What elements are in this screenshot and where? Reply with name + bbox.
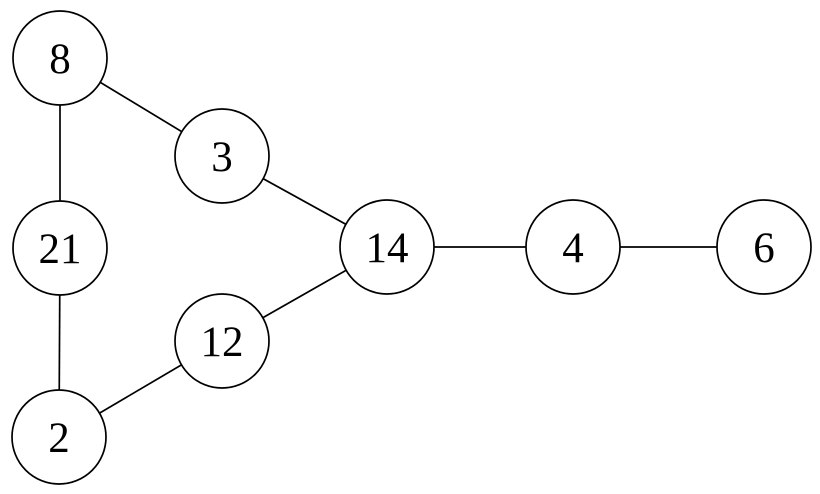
node-label: 21 xyxy=(39,226,82,273)
node-label: 2 xyxy=(48,415,70,462)
node-circle xyxy=(12,10,108,106)
node-circle xyxy=(11,389,107,485)
node-4: 4 xyxy=(525,199,621,295)
node-6: 6 xyxy=(716,199,812,295)
node-circle xyxy=(525,199,621,295)
node-label: 3 xyxy=(211,134,233,181)
node-2: 2 xyxy=(11,389,107,485)
node-12: 12 xyxy=(174,293,270,389)
node-label: 8 xyxy=(49,36,71,83)
node-label: 12 xyxy=(201,319,244,366)
node-label: 6 xyxy=(753,225,775,272)
node-circle xyxy=(174,293,270,389)
node-21: 21 xyxy=(12,200,108,296)
node-label: 14 xyxy=(366,225,409,272)
node-14: 14 xyxy=(339,199,435,295)
node-circle xyxy=(339,199,435,295)
node-circle xyxy=(12,200,108,296)
node-circle xyxy=(174,108,270,204)
node-label: 4 xyxy=(562,225,584,272)
node-8: 8 xyxy=(12,10,108,106)
node-3: 3 xyxy=(174,108,270,204)
node-circle xyxy=(716,199,812,295)
